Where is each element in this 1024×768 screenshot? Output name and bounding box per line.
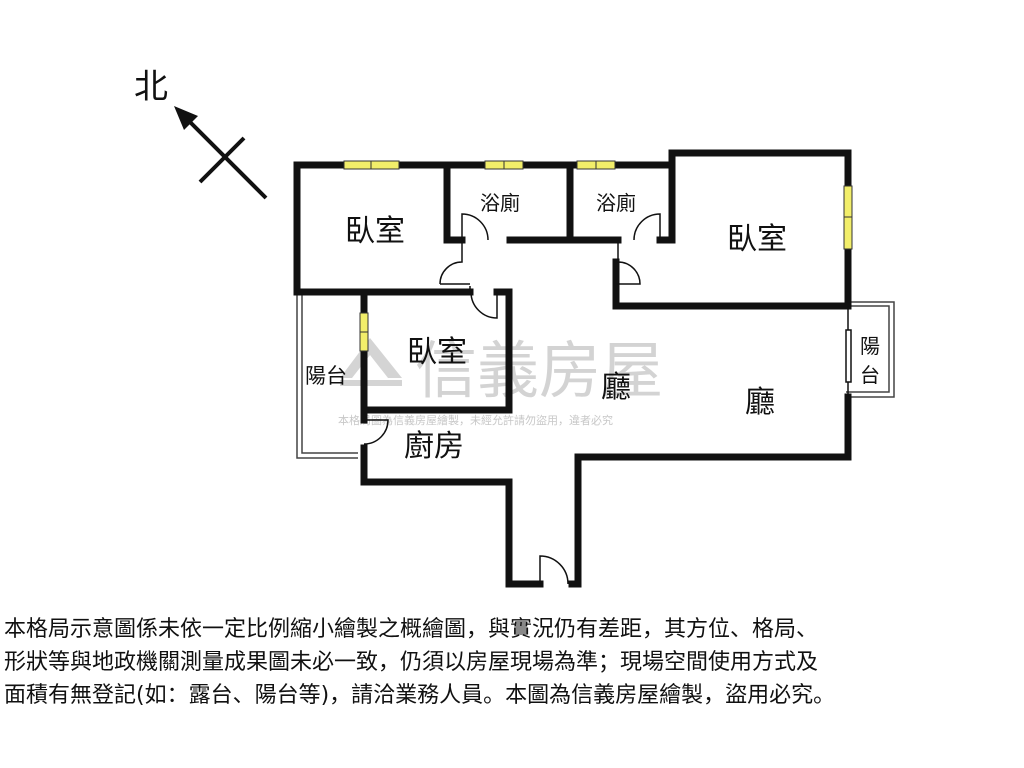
balcony-door bbox=[845, 306, 852, 397]
room-balcony-left: 陽台 bbox=[305, 364, 347, 388]
room-balcony-right-char-1: 陽 bbox=[860, 334, 880, 358]
room-bath-right: 浴廁 bbox=[596, 191, 636, 215]
room-balcony-right: 陽 台 bbox=[860, 334, 880, 387]
windows bbox=[343, 160, 853, 352]
floor-plan: 信義房屋 本格局圖為信義房屋繪製，未經允許請勿盜用，違者必究 北 bbox=[134, 67, 895, 588]
room-living-right: 廳 bbox=[745, 385, 775, 420]
doors bbox=[363, 213, 661, 585]
disclaimer-line: 面積有無登記(如：露台、陽台等)，請洽業務人員。本圖為信義房屋繪製，盜用必究。 bbox=[4, 683, 836, 708]
disclaimer-line: 本格局示意圖係未依一定比例縮小繪製之概繪圖，與實況仍有差距，其方位、格局、 bbox=[4, 617, 819, 642]
watermark-logo-icon bbox=[340, 338, 402, 386]
room-bedroom-small: 臥室 bbox=[407, 335, 467, 370]
balcony-outlines bbox=[296, 292, 895, 459]
room-kitchen: 廚房 bbox=[404, 429, 464, 464]
north-arrow-icon bbox=[174, 106, 268, 200]
room-balcony-right-char-2: 台 bbox=[860, 363, 880, 387]
watermark: 信義房屋 本格局圖為信義房屋繪製，未經允許請勿盜用，違者必究 bbox=[338, 334, 663, 427]
watermark-notice: 本格局圖為信義房屋繪製，未經允許請勿盜用，違者必究 bbox=[338, 413, 613, 427]
room-bath-left: 浴廁 bbox=[480, 191, 520, 215]
compass-label: 北 bbox=[134, 67, 168, 107]
room-bedroom-left: 臥室 bbox=[345, 214, 405, 249]
disclaimer-line: 形狀等與地政機關測量成果圖未必一致，仍須以房屋現場為準；現場空間使用方式及 bbox=[4, 650, 819, 675]
room-bedroom-right: 臥室 bbox=[727, 222, 787, 257]
disclaimer: 本格局示意圖係未依一定比例縮小繪製之概繪圖，與實況仍有差距，其方位、格局、 形狀… bbox=[4, 613, 1020, 712]
walls bbox=[293, 149, 852, 588]
watermark-brand: 信義房屋 bbox=[415, 334, 663, 407]
room-labels: 臥室 浴廁 浴廁 臥室 臥室 陽台 廳 廳 廚房 bbox=[305, 191, 787, 464]
room-living-center: 廳 bbox=[601, 370, 631, 405]
